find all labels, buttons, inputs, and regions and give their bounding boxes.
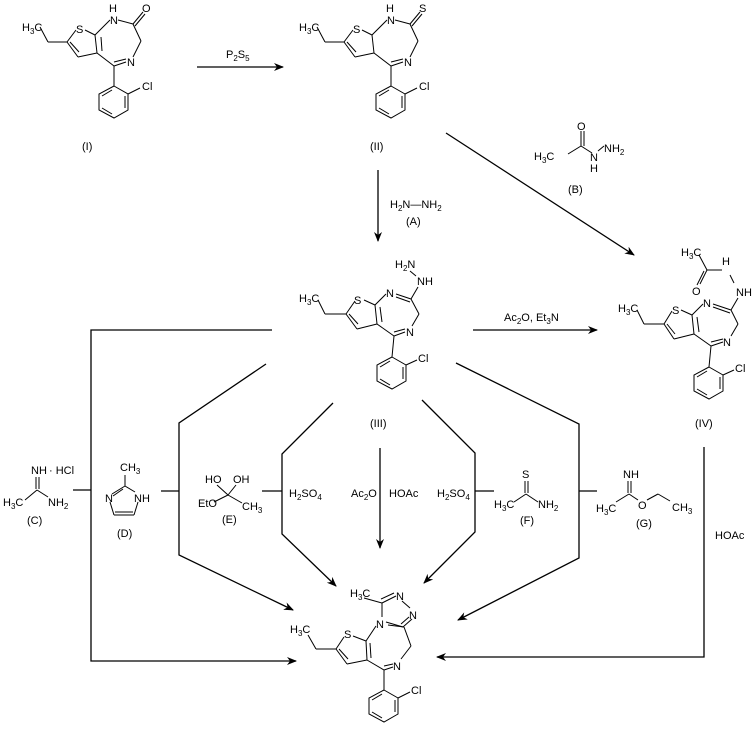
svg-text:N: N xyxy=(396,591,404,603)
svg-text:(G): (G) xyxy=(636,518,652,530)
svg-text:H: H xyxy=(590,163,598,175)
condition-ac2o: Ac2O xyxy=(351,488,377,502)
svg-text:N: N xyxy=(406,327,414,339)
svg-text:S: S xyxy=(353,24,360,36)
svg-text:H3C: H3C xyxy=(299,293,319,307)
reagent-F: S H3C NH2 (F) xyxy=(494,469,559,527)
route-IV-arrow xyxy=(436,447,705,661)
svg-text:H3C: H3C xyxy=(290,624,310,638)
svg-text:N: N xyxy=(387,15,395,27)
svg-text:H: H xyxy=(109,3,117,15)
svg-text:O: O xyxy=(638,500,647,512)
svg-text:CH3: CH3 xyxy=(242,501,263,515)
svg-text:CH3: CH3 xyxy=(672,502,693,516)
svg-text:(A): (A) xyxy=(406,216,421,228)
reagent-B: O H3C N H NH2 (B) xyxy=(534,121,625,196)
svg-text:N: N xyxy=(105,493,113,505)
svg-text:N: N xyxy=(393,661,401,673)
condition-h2so4-left: H2SO4 xyxy=(289,488,322,502)
svg-text:Cl: Cl xyxy=(411,685,421,697)
svg-text:N: N xyxy=(404,57,412,69)
svg-text:N: N xyxy=(127,57,135,69)
condition-p2s5: P2S5 xyxy=(226,49,250,63)
route-D-arrow xyxy=(178,363,294,611)
svg-text:O: O xyxy=(692,286,701,298)
svg-text:Cl: Cl xyxy=(735,363,745,375)
svg-text:(F): (F) xyxy=(520,515,534,527)
reagent-C: NH · HCl H3C NH2 (C) xyxy=(3,465,74,527)
svg-text:H3C: H3C xyxy=(596,503,616,517)
svg-text:N: N xyxy=(110,15,118,27)
svg-text:Cl: Cl xyxy=(142,81,152,93)
svg-text:NH: NH xyxy=(417,276,433,288)
svg-text:S: S xyxy=(344,629,351,641)
svg-text:(E): (E) xyxy=(222,514,237,526)
svg-text:Cl: Cl xyxy=(418,353,428,365)
svg-text:NH2: NH2 xyxy=(48,497,69,511)
reagent-D: CH3 N NH (D) xyxy=(105,462,150,540)
arrow-II-to-IV xyxy=(445,132,635,256)
svg-text:H3C: H3C xyxy=(494,499,514,513)
label-III: (III) xyxy=(370,418,387,430)
svg-text:S: S xyxy=(672,305,679,317)
svg-text:N: N xyxy=(386,288,394,300)
label-I: (I) xyxy=(82,141,92,153)
svg-text:(C): (C) xyxy=(27,515,42,527)
svg-text:Cl: Cl xyxy=(419,81,429,93)
label-IV: (IV) xyxy=(695,418,713,430)
svg-text:NH: NH xyxy=(134,493,150,505)
svg-text:H3C: H3C xyxy=(534,151,554,165)
svg-text:N: N xyxy=(723,337,731,349)
svg-text:NH2: NH2 xyxy=(604,143,625,157)
svg-text:H2N: H2N xyxy=(395,259,415,273)
svg-text:H3C: H3C xyxy=(299,22,319,36)
svg-text:OH: OH xyxy=(233,474,250,486)
condition-hoac-right: HOAc xyxy=(715,530,745,542)
svg-text:H3C: H3C xyxy=(681,247,701,261)
product-compound: H3C N N N H3C S N xyxy=(290,588,421,723)
compound-II: H3C S H N S N Cl (II) xyxy=(299,3,429,153)
svg-text:O: O xyxy=(577,121,586,133)
svg-text:CH3: CH3 xyxy=(120,462,141,476)
svg-text:O: O xyxy=(142,3,151,15)
svg-text:N: N xyxy=(409,610,417,622)
svg-text:· HCl: · HCl xyxy=(49,465,74,477)
svg-text:H3C: H3C xyxy=(22,22,42,36)
svg-text:NH2: NH2 xyxy=(538,499,559,513)
svg-text:S: S xyxy=(522,469,529,481)
svg-text:H3C: H3C xyxy=(350,588,370,602)
condition-ac2o-et3n: Ac2O, Et3N xyxy=(504,312,559,326)
svg-text:S: S xyxy=(76,24,83,36)
svg-text:H: H xyxy=(722,256,730,268)
route-E-arrow xyxy=(281,402,337,587)
svg-text:N: N xyxy=(703,298,711,310)
condition-hoac-center: HOAc xyxy=(389,488,419,500)
svg-text:N: N xyxy=(590,152,598,164)
svg-text:S: S xyxy=(354,295,361,307)
svg-text:N: N xyxy=(376,619,384,631)
route-C-arrow xyxy=(90,329,297,665)
svg-text:(B): (B) xyxy=(568,184,583,196)
condition-h2so4-right: H2SO4 xyxy=(437,488,470,502)
svg-text:H3C: H3C xyxy=(618,303,638,317)
route-F-arrow xyxy=(421,399,476,584)
label-II: (II) xyxy=(370,141,383,153)
reagent-A: H2N—NH2 (A) xyxy=(390,199,442,228)
compound-III: H3C S N N H2N NH Cl (III) xyxy=(299,259,433,430)
reagent-E: HO OH EtO CH3 (E) xyxy=(198,474,263,526)
svg-text:H: H xyxy=(386,3,394,15)
svg-text:HO: HO xyxy=(205,474,222,486)
svg-text:EtO: EtO xyxy=(198,498,217,510)
compound-IV: H3C H O NH H3C S N N Cl (IV) xyxy=(618,247,752,430)
svg-text:(D): (D) xyxy=(117,528,132,540)
svg-text:H3C: H3C xyxy=(3,497,23,511)
svg-text:H2N—NH2: H2N—NH2 xyxy=(390,199,442,213)
svg-text:NH: NH xyxy=(623,469,639,481)
svg-text:S: S xyxy=(419,3,426,15)
svg-text:NH: NH xyxy=(31,465,47,477)
reagent-G: NH H3C O CH3 (G) xyxy=(596,469,693,530)
svg-text:NH: NH xyxy=(736,287,752,299)
compound-I: H3C S H N O N Cl (I) xyxy=(22,3,152,153)
